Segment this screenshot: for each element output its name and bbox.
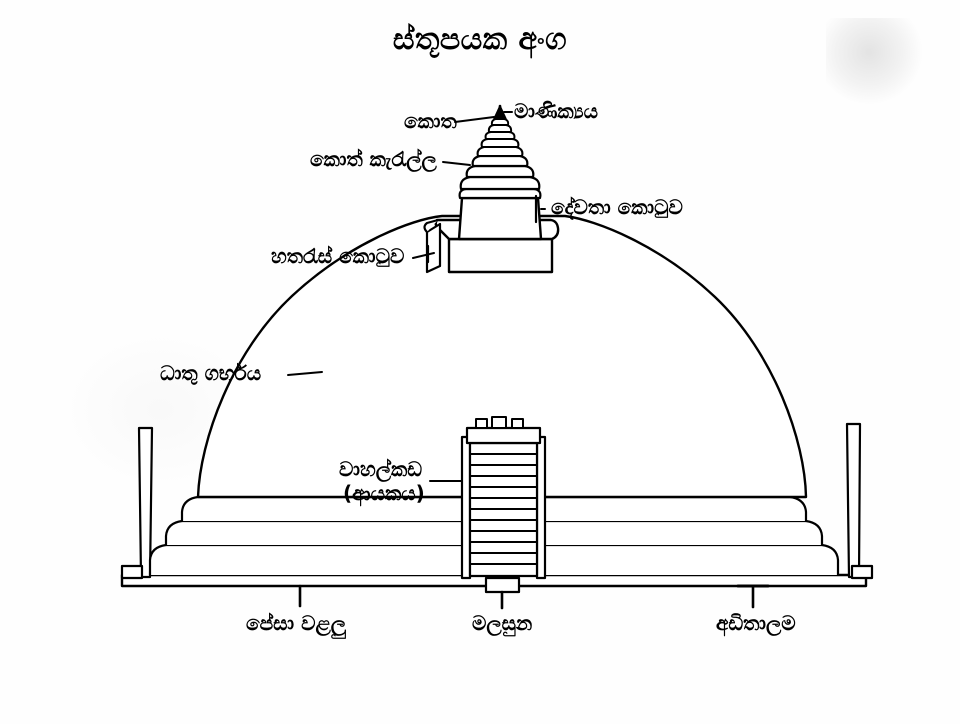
label-vahalkada: වාහල්කඩ (ආයකය) (339, 457, 425, 505)
page-title: ස්තූපයක අංග (392, 22, 568, 57)
leader-kot-karalla (442, 161, 471, 166)
vahalkada-frontispiece (460, 416, 547, 580)
malasuna-altar (484, 576, 521, 594)
leader-lines (287, 111, 770, 610)
leader-hatharas-kotuwa (412, 252, 435, 259)
leader-kota (454, 116, 495, 123)
right-boundary-pole (845, 422, 874, 580)
devata-kotuwa-cylinder (457, 187, 543, 241)
label-vahalkada-line1: වාහල්කඩ (339, 457, 423, 481)
label-manikyaya: මාණික්‍යය (514, 99, 598, 123)
kota-manikyaya-apex (493, 104, 507, 120)
label-kot-karalla: කොත් කැරැල්ල (310, 147, 437, 171)
left-boundary-pole (120, 426, 154, 580)
label-kota: කොත (404, 109, 457, 133)
label-vahalkada-line2: (ආයකය) (343, 480, 425, 505)
label-pesa-walalu: පේසා වළලු (246, 611, 346, 635)
label-hatharas-kotuwa: හතරැස් කොටුව (271, 244, 405, 268)
dhatu-garbhaya-dome (196, 214, 808, 499)
label-devata-kotuwa: දේවතා කොටුව (551, 195, 683, 219)
label-malasuna: මලසුන (472, 611, 533, 635)
label-adithalama: අඩිතාලම (716, 611, 796, 635)
label-dhatu-garbhaya: ධාතු ගර්භය (160, 361, 262, 385)
kot-karalla-spire (459, 118, 541, 191)
leader-dhatu-garbhaya (287, 371, 323, 376)
